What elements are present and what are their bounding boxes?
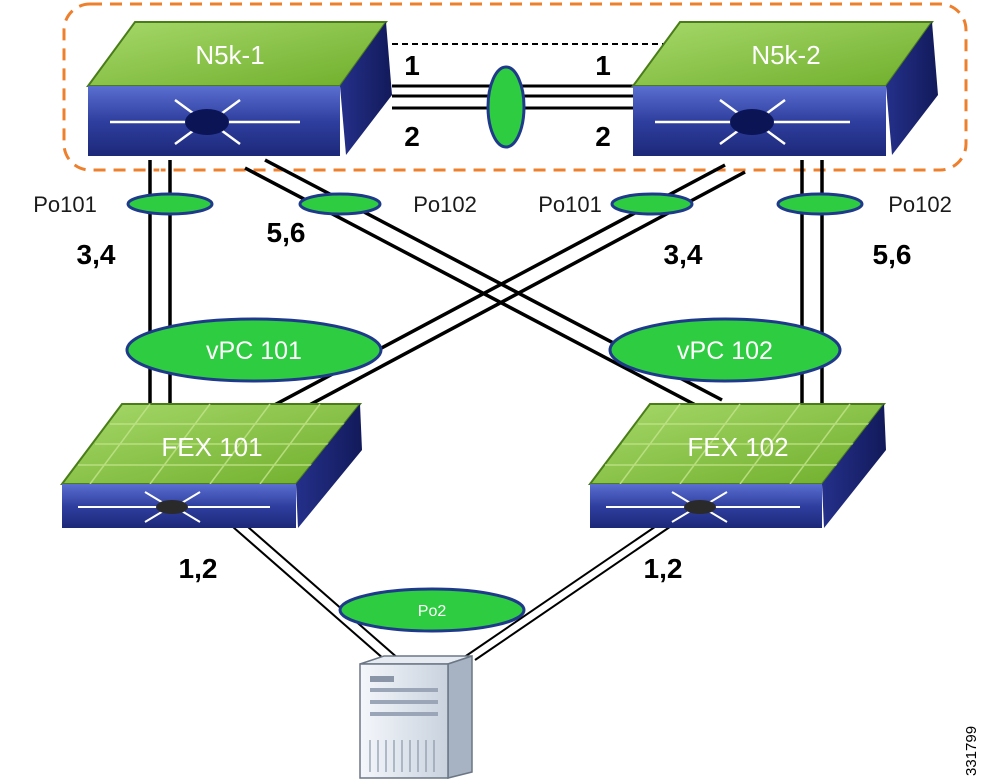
n5k1-fex102-ports: 5,6 [267,217,306,248]
po2-oval[interactable]: Po2 [338,587,526,633]
vpc-domain-border [62,2,968,172]
po101-right-label: Po101 [538,192,602,217]
vpc-102-label: vPC 102 [677,337,773,365]
peer-link-2-left: 2 [404,121,420,152]
vpc-101-oval[interactable]: vPC 101 [125,317,383,383]
po102-right-label: Po102 [888,192,952,217]
fex101-server-ports: 1,2 [179,553,218,584]
n5k-2-label: N5k-2 [751,40,820,70]
server-icon[interactable] [359,654,473,779]
peer-link-oval [486,65,526,149]
fex102-server-ports: 1,2 [644,553,683,584]
po101-left-label: Po101 [33,192,97,217]
server-links [224,519,681,661]
po102-left-label: Po102 [413,192,477,217]
po101-left-oval[interactable] [126,192,214,216]
fex-102-switch[interactable]: FEX 102 [588,403,887,528]
fex-101-switch[interactable]: FEX 101 [60,403,363,528]
po102-left-oval[interactable] [298,192,382,216]
figure-id: 331799 [963,726,980,776]
fex-101-label: FEX 101 [161,432,262,462]
peer-link-1-left: 1 [404,50,420,81]
n5k2-fex101-ports: 3,4 [664,239,703,270]
n5k1-fex101-ports: 3,4 [77,239,116,270]
n5k-1-switch[interactable]: N5k-1 [86,21,392,156]
peer-link-2-right: 2 [595,121,611,152]
n5k-1-label: N5k-1 [195,40,264,70]
n5k-2-switch[interactable]: N5k-2 [631,21,938,156]
po101-right-oval[interactable] [610,192,694,216]
po2-label: Po2 [418,603,447,620]
po102-right-oval[interactable] [776,192,864,216]
vpc-101-label: vPC 101 [206,337,302,365]
n5k2-fex102-ports: 5,6 [873,239,912,270]
vpc-102-oval[interactable]: vPC 102 [608,317,842,383]
peer-link-1-right: 1 [595,50,611,81]
fex-102-label: FEX 102 [687,432,788,462]
